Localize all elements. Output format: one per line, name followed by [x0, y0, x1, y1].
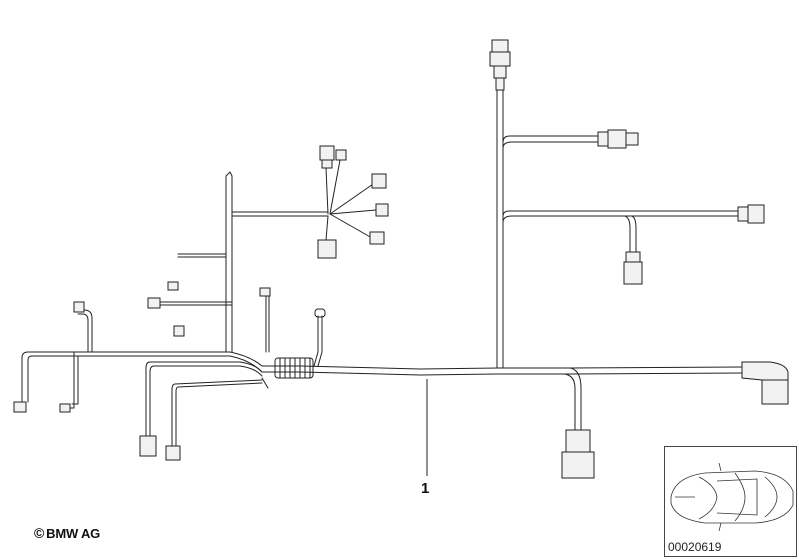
connector-main-end: [741, 361, 789, 405]
connector-fan-bottom: [317, 239, 337, 259]
connector-left-middle: [147, 297, 161, 309]
car-outline-icon: [670, 462, 794, 532]
copyright-notice: ©BMW AG: [34, 525, 100, 541]
connector-left-small: [173, 325, 185, 337]
upper-left-branch: [159, 171, 329, 353]
corrugated-sleeve: [274, 357, 314, 379]
connector-right-middle: [737, 204, 765, 224]
right-vertical-branch: [496, 89, 739, 369]
connector-large-bottom: [561, 429, 595, 479]
connector-top: [489, 39, 511, 91]
connector-fan-right: [375, 203, 389, 217]
connector-fan-top: [319, 145, 335, 169]
connector-small-tab: [259, 287, 271, 297]
connector-hanging: [623, 251, 643, 285]
left-splice-branches: [21, 309, 269, 447]
connector-fan-small: [335, 149, 347, 161]
main-harness-trunk: [261, 365, 743, 431]
copyright-symbol: ©: [34, 525, 45, 541]
connector-right-upper: [597, 129, 639, 149]
copyright-text: BMW AG: [46, 526, 101, 541]
callout-label: 1: [421, 480, 430, 497]
connector-left-lower: [59, 403, 71, 413]
connector-bottom-mid: [165, 445, 181, 461]
vehicle-location-inset: [664, 446, 797, 557]
connector-far-left-bottom: [13, 401, 27, 413]
document-number: 00020619: [668, 540, 722, 554]
fan-out-splice: [325, 159, 377, 241]
connector-bottom-left: [139, 435, 157, 457]
connector-fan-lower-right: [369, 231, 385, 245]
ground-eyelet-branch: [313, 308, 326, 367]
connector-far-left-top: [73, 301, 85, 313]
connector-left-top: [167, 281, 179, 291]
connector-fan-upper-right: [371, 173, 387, 189]
